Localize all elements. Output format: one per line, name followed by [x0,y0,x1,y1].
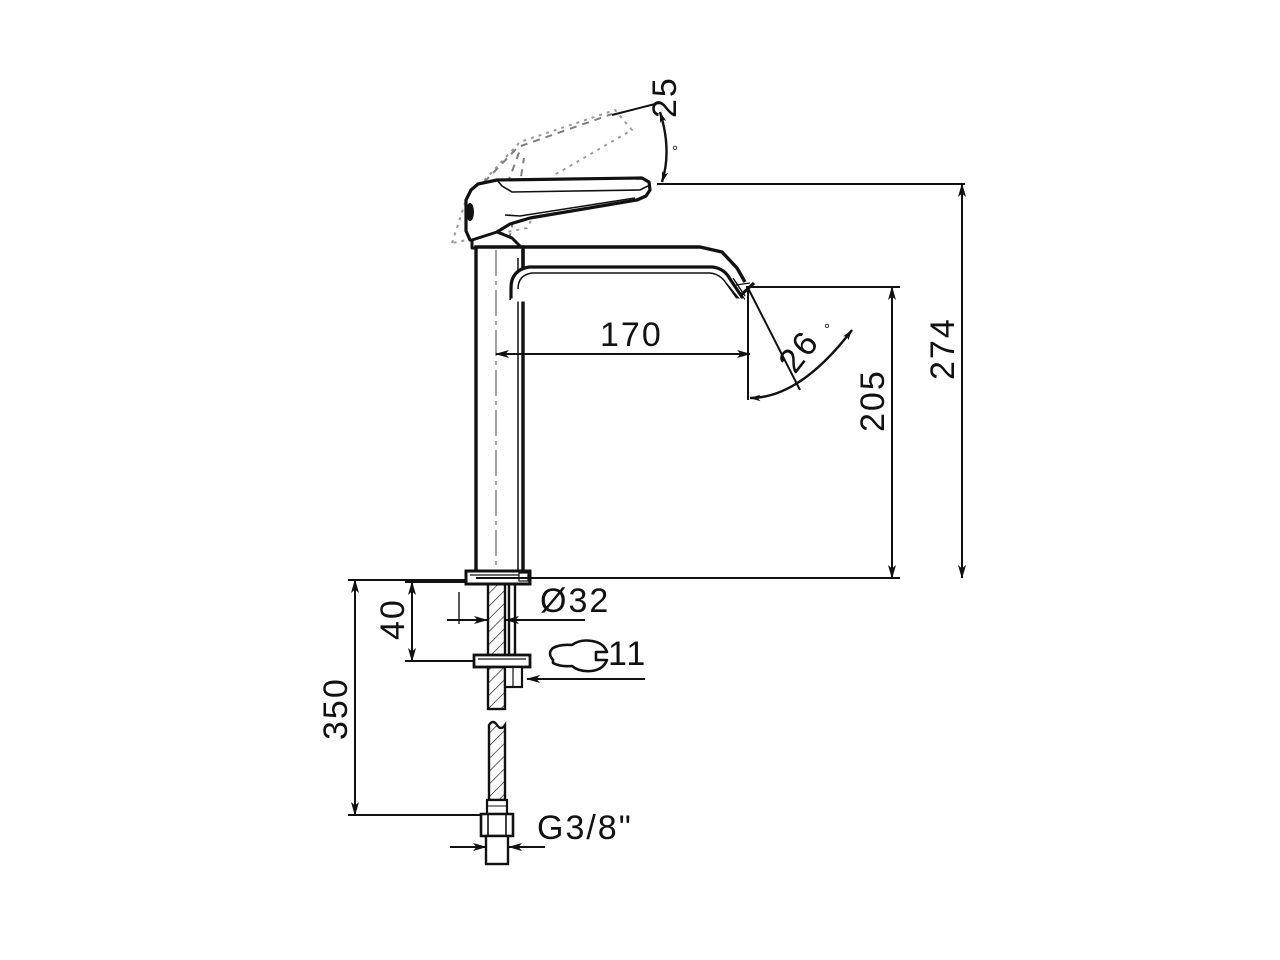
dimension-hose-length-350 [348,579,482,816]
label-hose-350: 350 [317,677,355,740]
label-height-274: 274 [924,317,962,380]
mounting-stud [486,582,517,711]
dimension-base-diameter-32 [447,592,585,624]
label-angle-26-degree-sign: ° [824,321,830,338]
spout-arm [509,245,756,302]
label-angle-26: 26 [771,324,827,380]
dimension-spout-angle-26 [747,287,853,402]
label-wrench-11: 11 [608,635,647,673]
dimension-handle-angle-25 [611,103,965,185]
faucet-geometry [450,108,756,866]
dimension-counter-thickness-40 [405,581,474,662]
faucet-column [474,245,525,577]
label-thread-g38: G3/8" [537,809,633,847]
label-angle-25-degree-sign: ° [672,143,678,160]
label-height-205: 205 [854,369,892,432]
dimension-outlet-height-205 [476,286,900,579]
label-diameter-32: Ø32 [540,582,610,620]
mixer-body-top [470,230,524,250]
wrench-icon [548,639,609,673]
label-thickness-40: 40 [374,598,412,640]
dimension-wrench-size-11 [526,639,645,683]
label-angle-25: 25 [646,76,684,118]
label-reach-170: 170 [600,316,663,354]
flexible-hose [479,720,515,866]
